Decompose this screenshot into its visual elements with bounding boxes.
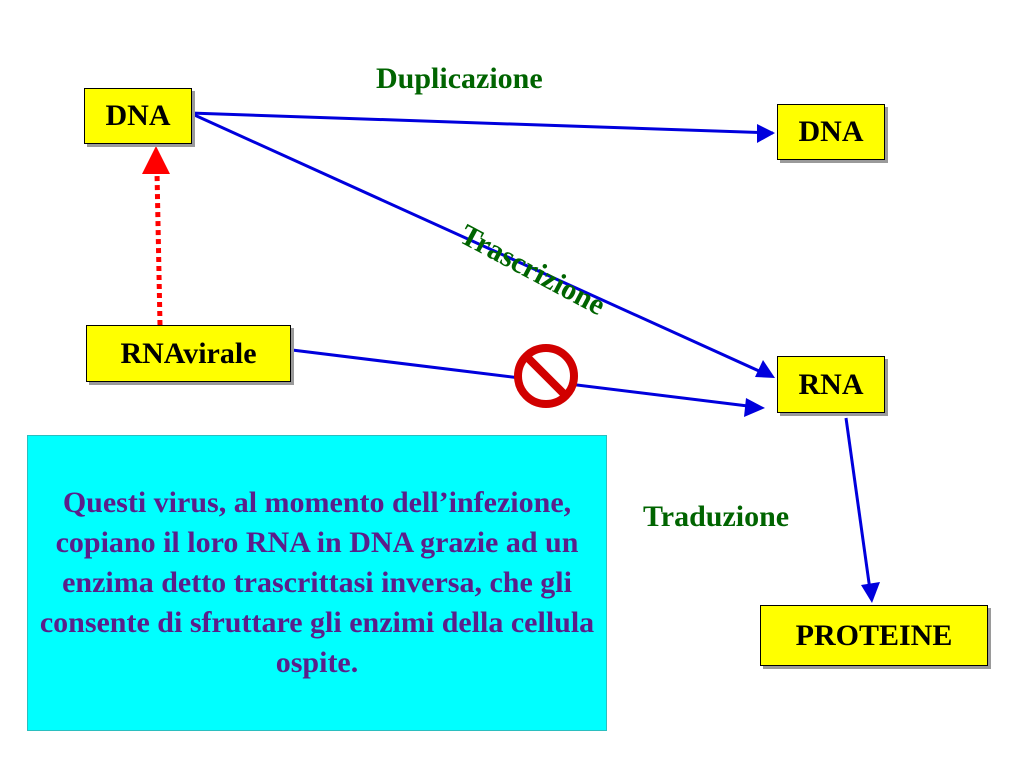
prohibition-icon bbox=[514, 344, 578, 408]
node-dna-source: DNA bbox=[84, 88, 192, 144]
arrowhead-duplicazione bbox=[757, 124, 775, 143]
arrowhead-reverse-transcription bbox=[142, 146, 170, 174]
note-text: Questi virus, al momento dell’infezione,… bbox=[39, 486, 595, 679]
arrowhead-trascrizione bbox=[755, 360, 775, 378]
node-rna-virale: RNAvirale bbox=[86, 325, 291, 382]
label-traduzione: Traduzione bbox=[643, 500, 790, 533]
node-rna: RNA bbox=[777, 356, 885, 413]
arrow-traduzione bbox=[844, 417, 872, 591]
note-box: Questi virus, al momento dell’infezione,… bbox=[27, 435, 607, 731]
label-duplicazione: Duplicazione bbox=[376, 62, 543, 95]
node-dna-target: DNA bbox=[777, 104, 885, 160]
arrowhead-rnavirale-rna bbox=[744, 398, 765, 417]
node-proteine: PROTEINE bbox=[760, 605, 988, 666]
arrow-reverse-transcription bbox=[154, 171, 163, 326]
arrowhead-traduzione bbox=[861, 582, 880, 603]
arrow-duplicazione bbox=[189, 111, 774, 135]
arrow-trascrizione bbox=[189, 111, 771, 378]
